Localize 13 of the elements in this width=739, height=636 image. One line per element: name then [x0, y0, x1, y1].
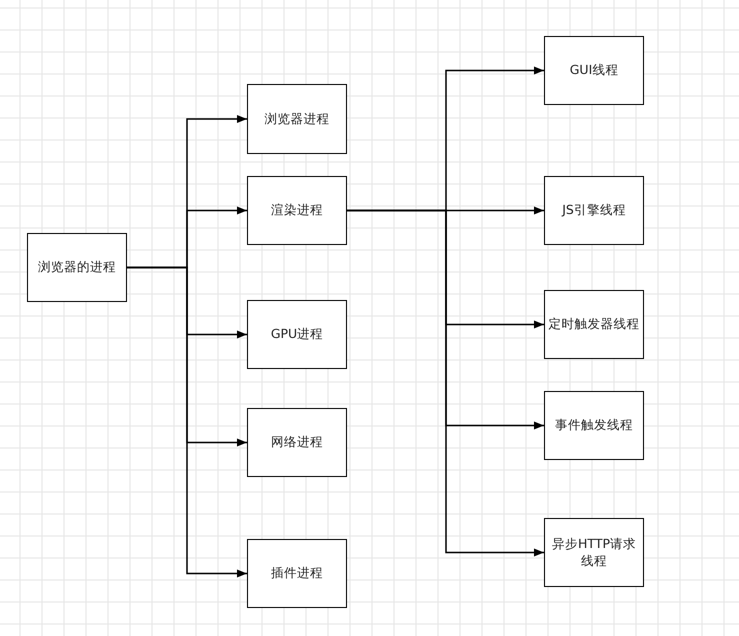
process-box: JS引擎线程 — [544, 176, 644, 245]
process-box: 事件触发线程 — [544, 391, 644, 460]
process-box: 插件进程 — [247, 539, 347, 608]
process-box: 渲染进程 — [247, 176, 347, 245]
process-box: 浏览器的进程 — [27, 233, 127, 302]
arrow — [127, 266, 247, 578]
process-box: 异步HTTP请求线程 — [544, 518, 644, 587]
process-box: 定时触发器线程 — [544, 290, 644, 359]
process-box: 浏览器进程 — [247, 84, 347, 154]
process-box: 网络进程 — [247, 408, 347, 477]
process-box: GPU进程 — [247, 300, 347, 369]
arrow — [347, 210, 544, 556]
process-box: GUI线程 — [544, 36, 644, 105]
